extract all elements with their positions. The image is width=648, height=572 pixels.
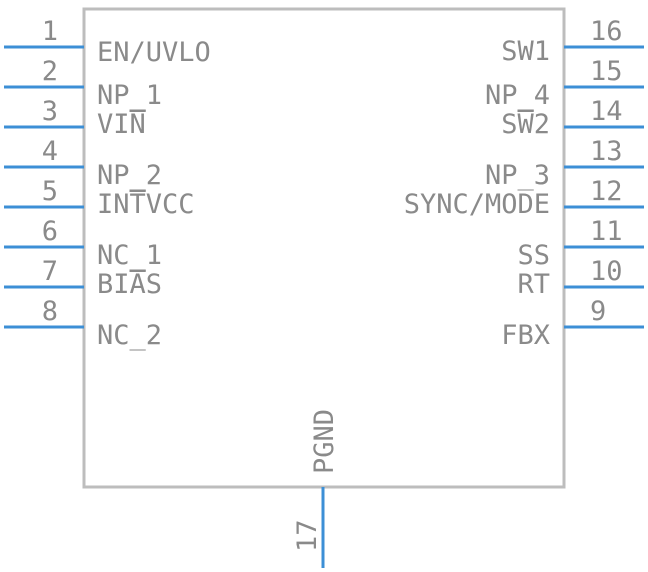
pin-4[interactable]: 4NP_2 xyxy=(4,136,162,191)
pin-label-nc-1: NC_1 xyxy=(97,240,162,271)
pin-number: 4 xyxy=(42,136,58,167)
pin-label-np-4: NP_4 xyxy=(485,80,550,111)
pin-8[interactable]: 8NC_2 xyxy=(4,296,162,351)
pin-number: 9 xyxy=(590,296,606,327)
pin-number: 14 xyxy=(590,96,623,127)
pin-label-np-2: NP_2 xyxy=(97,160,162,191)
pin-number: 3 xyxy=(42,96,58,127)
pin-label-np-3: NP_3 xyxy=(485,160,550,191)
pin-label-intvcc: INTVCC xyxy=(97,189,195,220)
pin-number: 6 xyxy=(42,216,58,247)
pin-number: 5 xyxy=(42,176,58,207)
pin-10[interactable]: 10 RT xyxy=(517,256,644,300)
pin-label-rt: RT xyxy=(517,269,550,300)
pin-number: 12 xyxy=(590,176,623,207)
pin-label-sync-mode: SYNC/MODE xyxy=(404,189,550,220)
pin-3[interactable]: 3 VIN xyxy=(4,96,146,140)
pin-number: 2 xyxy=(42,56,58,87)
pin-number: 8 xyxy=(42,296,58,327)
pin-number: 10 xyxy=(590,256,623,287)
pin-6[interactable]: 6NC_1 xyxy=(4,216,162,271)
pin-label-fbx: FBX xyxy=(501,320,550,351)
pin-label-sw2: SW2 xyxy=(501,109,550,140)
pin-label-nc-2: NC_2 xyxy=(97,320,162,351)
pin-number: 16 xyxy=(590,16,623,47)
pin-1[interactable]: 1EN/UVLO xyxy=(4,16,211,68)
pin-label-en-uvlo: EN/UVLO xyxy=(97,37,211,68)
pin-label-sw1: SW1 xyxy=(501,36,550,67)
pin-number: 11 xyxy=(590,216,623,247)
pin-17[interactable]: PGND 17 xyxy=(292,409,340,568)
right-pin-group: 16SW115NP_414SW213NP_312SYNC/MODE11SS10R… xyxy=(404,16,644,351)
pin-number: 1 xyxy=(42,16,58,47)
pin-number: 13 xyxy=(590,136,623,167)
pin-14[interactable]: 14 SW2 xyxy=(501,96,644,140)
pin-2[interactable]: 2NP_1 xyxy=(4,56,162,111)
pin-label-vin: VIN xyxy=(97,109,146,140)
pin-7[interactable]: 7 BIAS xyxy=(4,256,162,300)
pin-number: 17 xyxy=(292,519,323,552)
bottom-pin-group: PGND 17 xyxy=(292,409,340,568)
pin-5[interactable]: 5 INTVCC xyxy=(4,176,195,220)
pin-label-bias: BIAS xyxy=(97,269,162,300)
pin-number: 15 xyxy=(590,56,623,87)
pin-number: 7 xyxy=(42,256,58,287)
pin-label-ss: SS xyxy=(517,240,550,271)
pin-12[interactable]: 12 SYNC/MODE xyxy=(404,176,644,220)
pin-label-np-1: NP_1 xyxy=(97,80,162,111)
pin-label-pgnd: PGND xyxy=(309,409,340,474)
